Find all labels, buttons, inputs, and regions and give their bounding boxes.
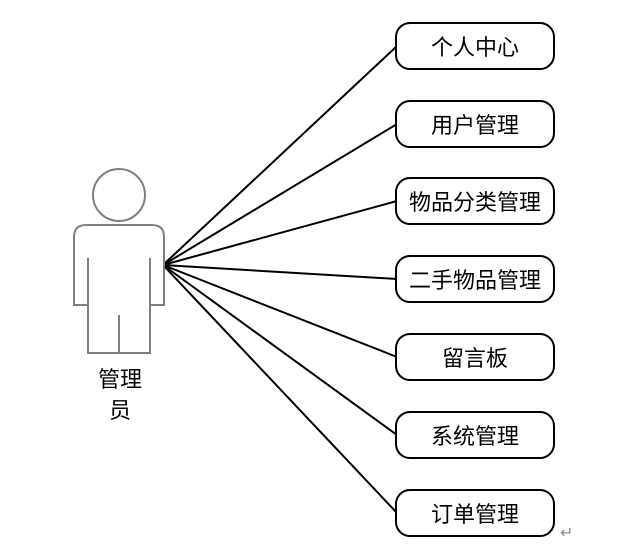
connector-line-1 — [162, 123, 398, 266]
actor-head — [92, 168, 146, 222]
use-case-system-management: 系统管理 — [395, 411, 555, 459]
use-case-secondhand-item-management: 二手物品管理 — [395, 255, 555, 303]
use-case-item-category-management: 物品分类管理 — [395, 177, 555, 225]
actor-label-continued: 员 — [108, 399, 131, 424]
connector-line-4 — [162, 264, 398, 358]
use-case-message-board: 留言板 — [395, 333, 555, 381]
use-case-personal-center: 个人中心 — [395, 22, 555, 70]
connector-line-5 — [162, 264, 398, 436]
connector-line-2 — [162, 200, 398, 266]
actor-body — [73, 224, 165, 354]
connector-lines — [162, 45, 398, 514]
actor-figure-icon — [73, 168, 165, 354]
return-arrow-icon: ↵ — [560, 523, 574, 542]
connector-line-0 — [162, 45, 398, 266]
connector-line-6 — [162, 264, 398, 514]
actor-label: 管理 — [97, 368, 142, 393]
use-case-order-management: 订单管理 — [395, 489, 555, 537]
connector-line-3 — [162, 264, 398, 280]
use-case-user-management: 用户管理 — [395, 100, 555, 148]
